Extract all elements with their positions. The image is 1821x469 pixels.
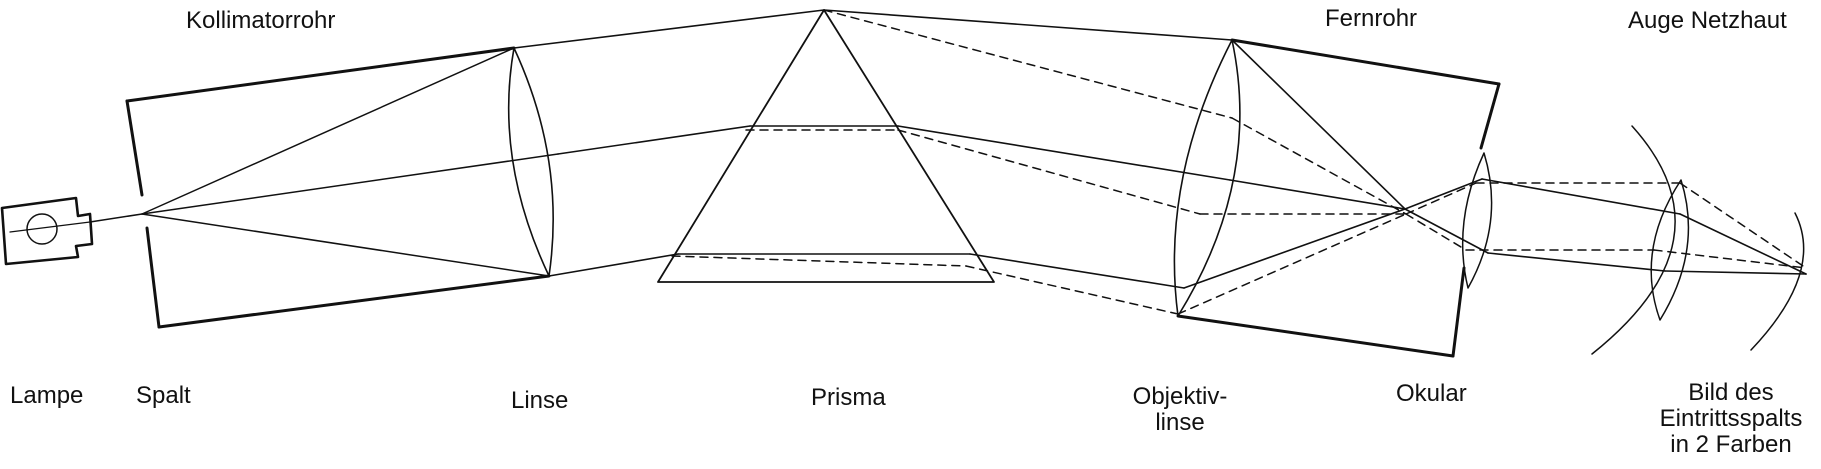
- label-auge-netzhaut: Auge Netzhaut: [1628, 7, 1787, 34]
- eye-lens: [1650, 179, 1690, 321]
- label-bild-des-eintrittsspalts: Bild des Eintrittsspalts in 2 Farben: [1659, 379, 1803, 458]
- label-spalt: Spalt: [136, 382, 191, 409]
- collimator-lens: [507, 47, 554, 277]
- label-prisma: Prisma: [811, 384, 886, 411]
- eyepiece-lens: [1461, 152, 1493, 289]
- label-objektivlinse: Objektiv- linse: [1132, 383, 1228, 436]
- collimator-tube: [125, 46, 551, 329]
- label-fernrohr: Fernrohr: [1325, 5, 1418, 32]
- eye-retina: [1591, 125, 1805, 355]
- label-linse: Linse: [511, 387, 569, 414]
- label-okular: Okular: [1396, 380, 1467, 407]
- objective-lens: [1173, 39, 1241, 317]
- label-lampe: Lampe: [10, 382, 84, 409]
- label-kollimatorrohr: Kollimatorrohr: [186, 7, 336, 34]
- telescope-tube: [1176, 38, 1501, 358]
- ray-bundle-dashed: [671, 9, 1807, 315]
- slit-rays: [89, 47, 559, 277]
- ray-bundle-solid: [513, 9, 1807, 289]
- lamp: [0, 196, 94, 266]
- prism: [657, 9, 995, 283]
